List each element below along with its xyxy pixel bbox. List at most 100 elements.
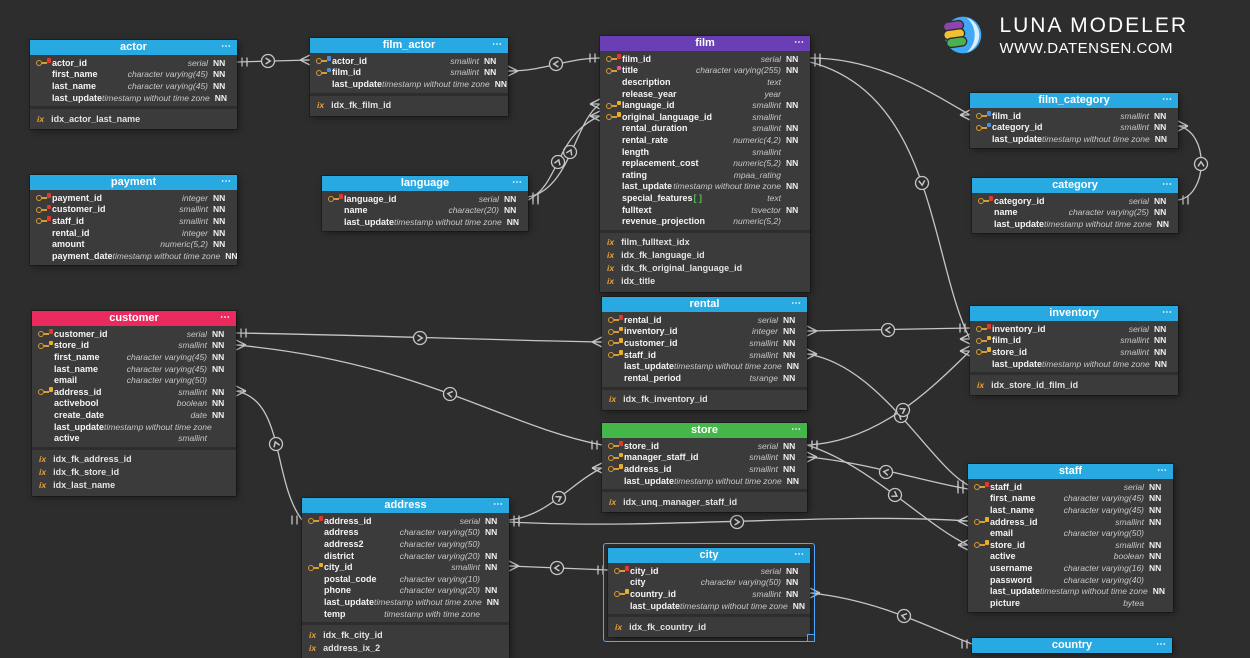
relationship-line[interactable] xyxy=(809,592,973,645)
table-header[interactable]: country⋯ xyxy=(972,638,1172,653)
cardinality-badge[interactable] xyxy=(442,386,458,402)
relationship-line[interactable] xyxy=(809,57,971,116)
table-header[interactable]: inventory⋯ xyxy=(970,306,1178,321)
table-menu-icon[interactable]: ⋯ xyxy=(1162,307,1173,318)
table-header[interactable]: customer⋯ xyxy=(32,311,236,326)
table-header[interactable]: address⋯ xyxy=(302,498,509,513)
cardinality-badge[interactable] xyxy=(548,56,564,72)
table-menu-icon[interactable]: ⋯ xyxy=(794,549,805,560)
table-header[interactable]: actor⋯ xyxy=(30,40,237,55)
cardinality-badge[interactable] xyxy=(412,330,428,346)
cardinality-badge[interactable] xyxy=(1193,156,1209,172)
cardinality-badge[interactable] xyxy=(551,490,567,506)
cardinality-badge[interactable] xyxy=(896,608,912,624)
cardinality-badge[interactable] xyxy=(562,144,578,160)
resize-handle[interactable] xyxy=(807,634,815,643)
table-menu-icon[interactable]: ⋯ xyxy=(493,499,504,510)
table-menu-icon[interactable]: ⋯ xyxy=(220,312,231,323)
relationship-line[interactable] xyxy=(806,350,971,446)
cardinality-badge[interactable] xyxy=(880,322,896,338)
table-menu-icon[interactable]: ⋯ xyxy=(492,39,503,50)
relationship-line[interactable] xyxy=(235,344,603,446)
table-header[interactable]: film_category⋯ xyxy=(970,93,1178,108)
column-row[interactable]: special_features[ ]text xyxy=(600,192,810,204)
table-header[interactable]: staff⋯ xyxy=(968,464,1173,479)
table-header[interactable]: payment⋯ xyxy=(30,175,237,190)
table-menu-icon[interactable]: ⋯ xyxy=(794,37,805,48)
table-header[interactable]: language⋯ xyxy=(322,176,528,191)
cardinality-badge[interactable] xyxy=(260,53,276,69)
cardinality-badge[interactable] xyxy=(895,402,911,418)
table-menu-icon[interactable]: ⋯ xyxy=(791,424,802,435)
table-menu-icon[interactable]: ⋯ xyxy=(221,41,232,52)
cardinality-badge[interactable] xyxy=(549,560,565,576)
relationship-line[interactable] xyxy=(809,61,971,340)
table-menu-icon[interactable]: ⋯ xyxy=(221,176,232,187)
table-menu-icon[interactable]: ⋯ xyxy=(512,177,523,188)
